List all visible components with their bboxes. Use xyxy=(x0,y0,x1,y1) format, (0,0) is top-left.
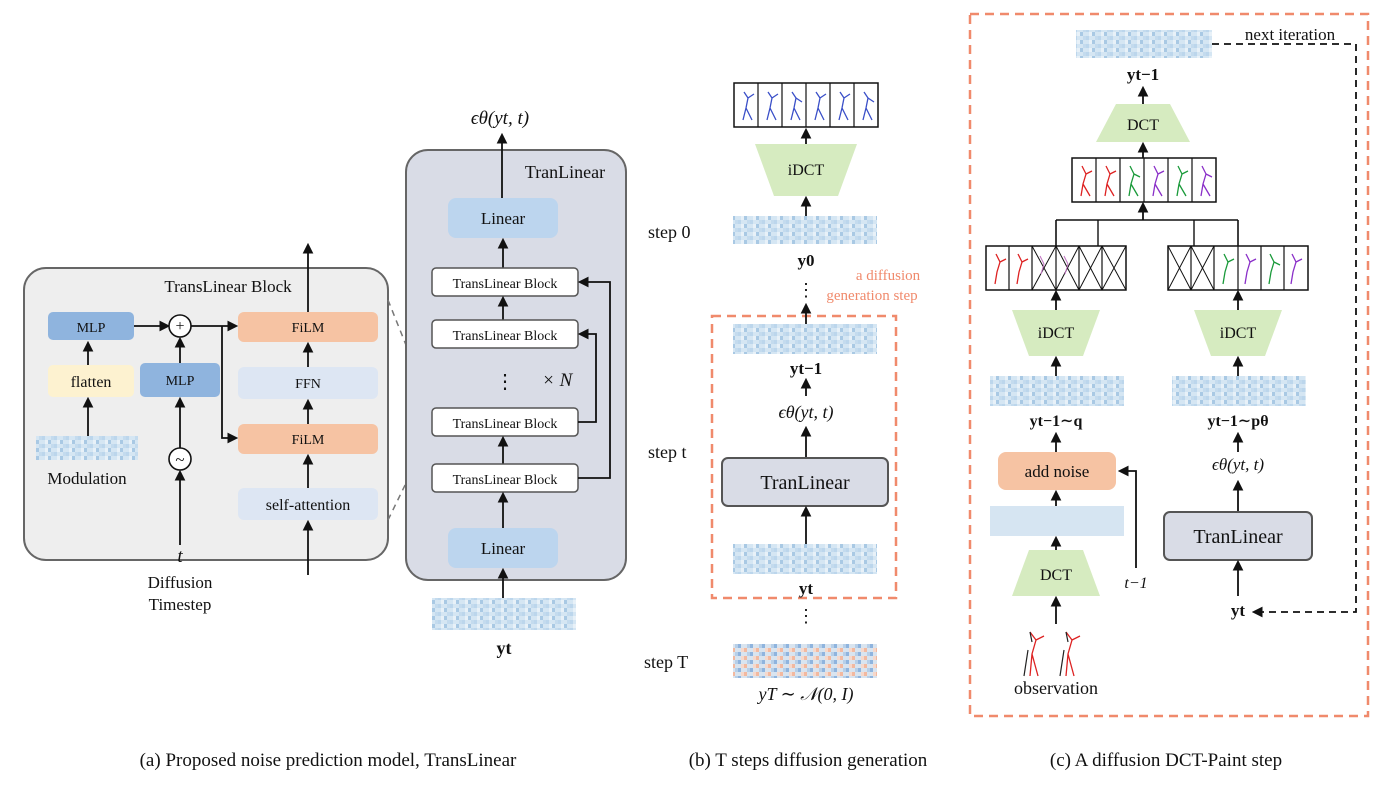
t-label: t xyxy=(177,546,183,567)
yt-label-b: yt xyxy=(799,579,814,598)
ytm1-heatmap-b xyxy=(733,324,877,354)
idct-label-right: iDCT xyxy=(1220,325,1257,342)
flatten-label: flatten xyxy=(71,374,112,391)
step0-label: step 0 xyxy=(648,222,691,242)
zoom-line-bottom xyxy=(387,429,433,521)
linear-bottom-label: Linear xyxy=(481,539,526,558)
film-top-box xyxy=(238,312,378,342)
diffusion-note-line1: a diffusion xyxy=(856,268,921,284)
arrow-plus-film-bottom xyxy=(221,326,239,444)
dots-b-bottom: ⋮ xyxy=(797,606,815,626)
step-T-label: step T xyxy=(644,652,688,672)
dct-label-bottom: DCT xyxy=(1040,567,1072,584)
p-label: yt−1∼pθ xyxy=(1207,413,1268,430)
observation-label: observation xyxy=(1014,678,1098,698)
step-t-label: step t xyxy=(648,442,687,462)
idct-trapezoid-left xyxy=(1012,310,1100,356)
q-heatmap xyxy=(990,376,1124,406)
translinear-block-1-label: TransLinear Block xyxy=(453,277,558,292)
yT-heatmap xyxy=(733,644,877,678)
pose-sequence-observed xyxy=(985,245,1127,291)
pose-sequence-merged xyxy=(1071,157,1217,203)
ffn-label: FFN xyxy=(295,377,321,392)
idct-label-b: iDCT xyxy=(788,162,825,179)
yT-equation: yT ∼ 𝒩(0, I) xyxy=(757,684,854,705)
clean-heatmap xyxy=(990,506,1124,536)
skip-connection-outer xyxy=(577,276,611,479)
sine-sign: ~ xyxy=(175,450,184,469)
film-bottom-box xyxy=(238,424,378,454)
eps-eq-b: ϵθ(yt, t) xyxy=(778,402,833,423)
film-top-label: FiLM xyxy=(292,321,325,336)
add-noise-box xyxy=(998,452,1116,490)
pose-sequence-output xyxy=(733,82,879,128)
mlp-right-label: MLP xyxy=(166,374,195,389)
diffusion-step-box xyxy=(710,314,898,600)
dots-b-top: ⋮ xyxy=(797,280,815,300)
translinear-block-3-label: TransLinear Block xyxy=(453,417,558,432)
output-equation: ϵθ(yt, t) xyxy=(471,108,529,129)
input-label: yt xyxy=(497,638,512,658)
arrow-tminus1-addnoise xyxy=(1117,465,1137,568)
idct-trapezoid-right xyxy=(1194,310,1282,356)
ffn-box xyxy=(238,367,378,399)
translinear-block-2-label: TransLinear Block xyxy=(453,329,558,344)
mlp-left-box xyxy=(48,312,134,340)
modulation-label: Modulation xyxy=(47,469,127,488)
next-iteration-arrow xyxy=(1212,43,1357,618)
caption-a: (a) Proposed noise prediction model, Tra… xyxy=(140,750,517,771)
translinear-block-4-label: TransLinear Block xyxy=(453,473,558,488)
linear-top-box xyxy=(448,198,558,238)
mlp-left-label: MLP xyxy=(77,321,106,336)
dct-paint-box xyxy=(968,12,1370,718)
y0-heatmap xyxy=(733,216,877,244)
vertical-dots: ⋮ xyxy=(495,371,515,393)
caption-b: (b) T steps diffusion generation xyxy=(689,750,928,771)
dct-trapezoid-top xyxy=(1096,104,1190,142)
observation-poses xyxy=(1023,631,1081,677)
input-heatmap xyxy=(432,598,576,630)
q-label: yt−1∼q xyxy=(1030,413,1083,430)
modulation-heatmap xyxy=(36,436,138,460)
ytm1-label-top: yt−1 xyxy=(1127,65,1159,84)
plus-sign: + xyxy=(175,318,184,335)
idct-trapezoid-b xyxy=(755,144,857,196)
self-attention-label: self-attention xyxy=(266,497,350,514)
diffusion-note-line2: generation step xyxy=(826,288,917,304)
linear-bottom-box xyxy=(448,528,558,568)
yt-heatmap-b xyxy=(733,544,877,574)
idct-label-left: iDCT xyxy=(1038,325,1075,342)
ytm1-label-b: yt−1 xyxy=(790,359,822,378)
tranlinear-label-c: TranLinear xyxy=(1193,526,1283,548)
caption-c: (c) A diffusion DCT-Paint step xyxy=(1050,750,1282,771)
tranlinear-label-b: TranLinear xyxy=(760,472,850,494)
self-attention-box xyxy=(238,488,378,520)
ytm1-heatmap-top xyxy=(1076,30,1212,58)
p-heatmap xyxy=(1172,376,1306,406)
skip-connection-inner xyxy=(577,328,597,423)
y0-label: y0 xyxy=(798,251,815,270)
diffusion-label-line1: Diffusion xyxy=(148,573,213,592)
yt-label-c: yt xyxy=(1231,601,1246,620)
times-n-label: × N xyxy=(542,370,574,391)
flatten-box xyxy=(48,365,134,397)
t-minus-1-label: t−1 xyxy=(1124,575,1147,592)
tranlinear-title: TranLinear xyxy=(525,162,605,182)
mlp-right-box xyxy=(140,363,220,397)
dct-trapezoid-bottom xyxy=(1012,550,1100,596)
pose-sequence-predicted xyxy=(1167,245,1309,291)
diffusion-label-line2: Timestep xyxy=(149,595,212,614)
translinear-block-title: TransLinear Block xyxy=(164,277,292,296)
dct-label-top: DCT xyxy=(1127,117,1159,134)
linear-top-label: Linear xyxy=(481,209,526,228)
film-bottom-label: FiLM xyxy=(292,433,325,448)
next-iteration-label: next iteration xyxy=(1245,25,1336,44)
eps-eq-c: ϵθ(yt, t) xyxy=(1212,455,1264,474)
add-noise-label: add noise xyxy=(1025,462,1090,481)
